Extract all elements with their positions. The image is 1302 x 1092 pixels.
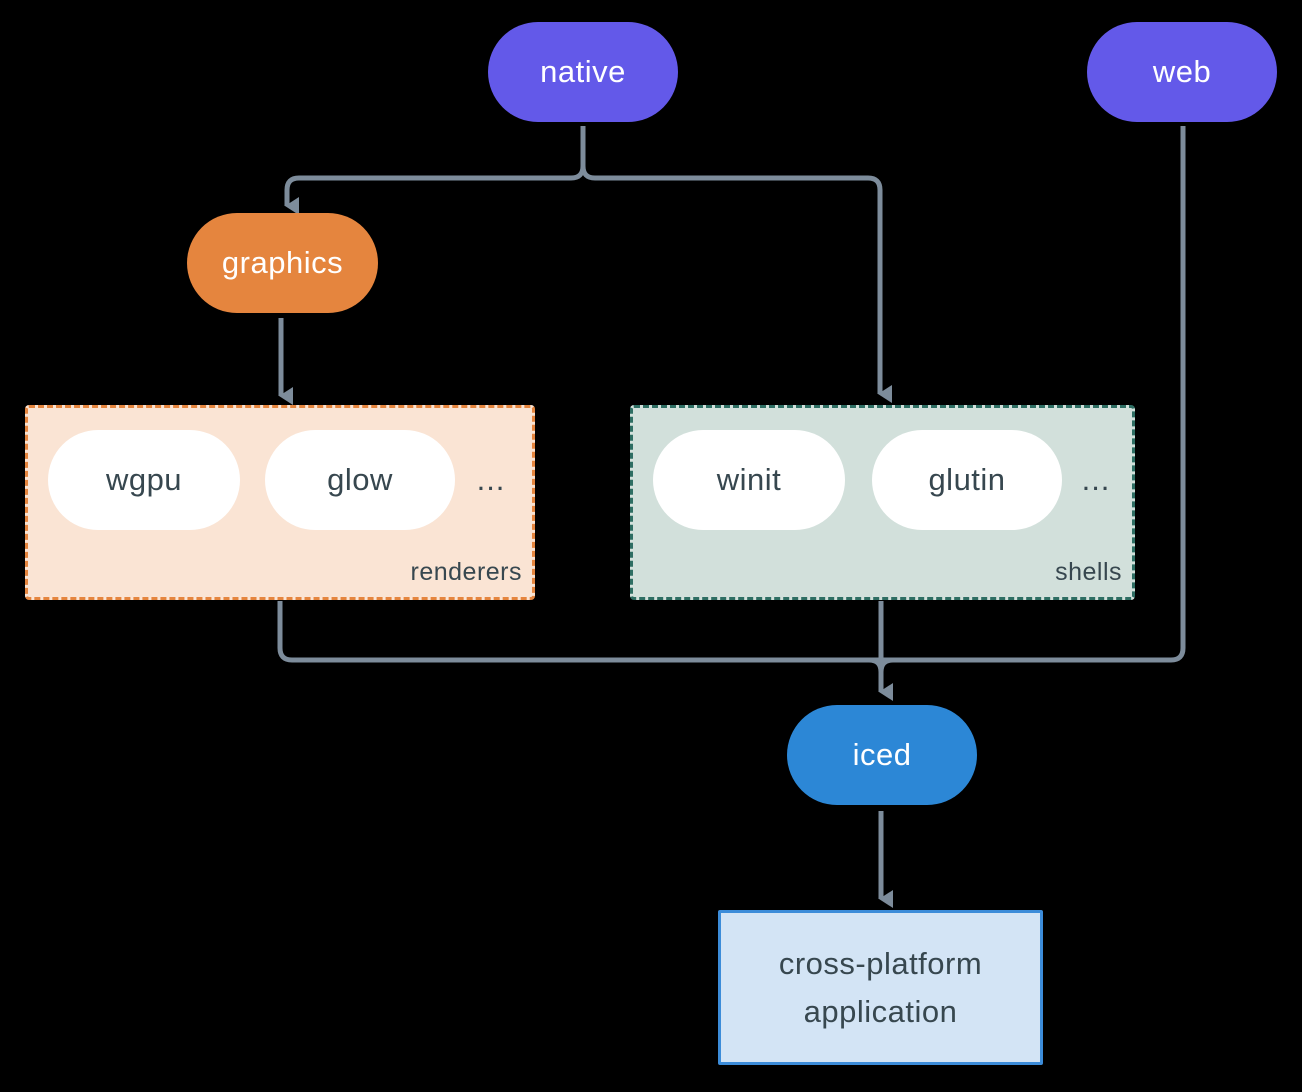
node-graphics-label: graphics <box>221 245 344 280</box>
edge-merge-fillet-left <box>868 657 884 673</box>
shells-ellipsis: ... <box>1081 462 1111 497</box>
node-native: native <box>488 22 678 122</box>
node-iced-label: iced <box>852 737 912 772</box>
node-wgpu: wgpu <box>48 430 240 530</box>
node-wgpu-label: wgpu <box>105 462 183 497</box>
group-shells: winit glutin ... shells <box>630 405 1135 600</box>
node-glutin-label: glutin <box>928 462 1006 497</box>
edge-merge-fillet-right <box>878 657 894 673</box>
node-web: web <box>1087 22 1277 122</box>
shells-group-label: shells <box>1055 558 1122 586</box>
node-glow: glow <box>265 430 455 530</box>
node-native-label: native <box>540 54 626 89</box>
renderers-ellipsis: ... <box>476 462 506 497</box>
node-application-label: cross-platform application <box>778 945 983 1029</box>
node-web-label: web <box>1152 54 1212 89</box>
edge-native-to-shells <box>580 126 892 403</box>
node-winit: winit <box>653 430 845 530</box>
node-application: cross-platform application <box>718 910 1043 1065</box>
node-glow-label: glow <box>327 462 393 497</box>
node-winit-label: winit <box>716 462 782 497</box>
edge-native-to-graphics <box>284 126 586 215</box>
group-renderers: wgpu glow ... renderers <box>25 405 535 600</box>
node-iced: iced <box>787 705 977 805</box>
renderers-group-label: renderers <box>410 558 522 586</box>
node-graphics: graphics <box>187 213 378 313</box>
node-glutin: glutin <box>872 430 1062 530</box>
